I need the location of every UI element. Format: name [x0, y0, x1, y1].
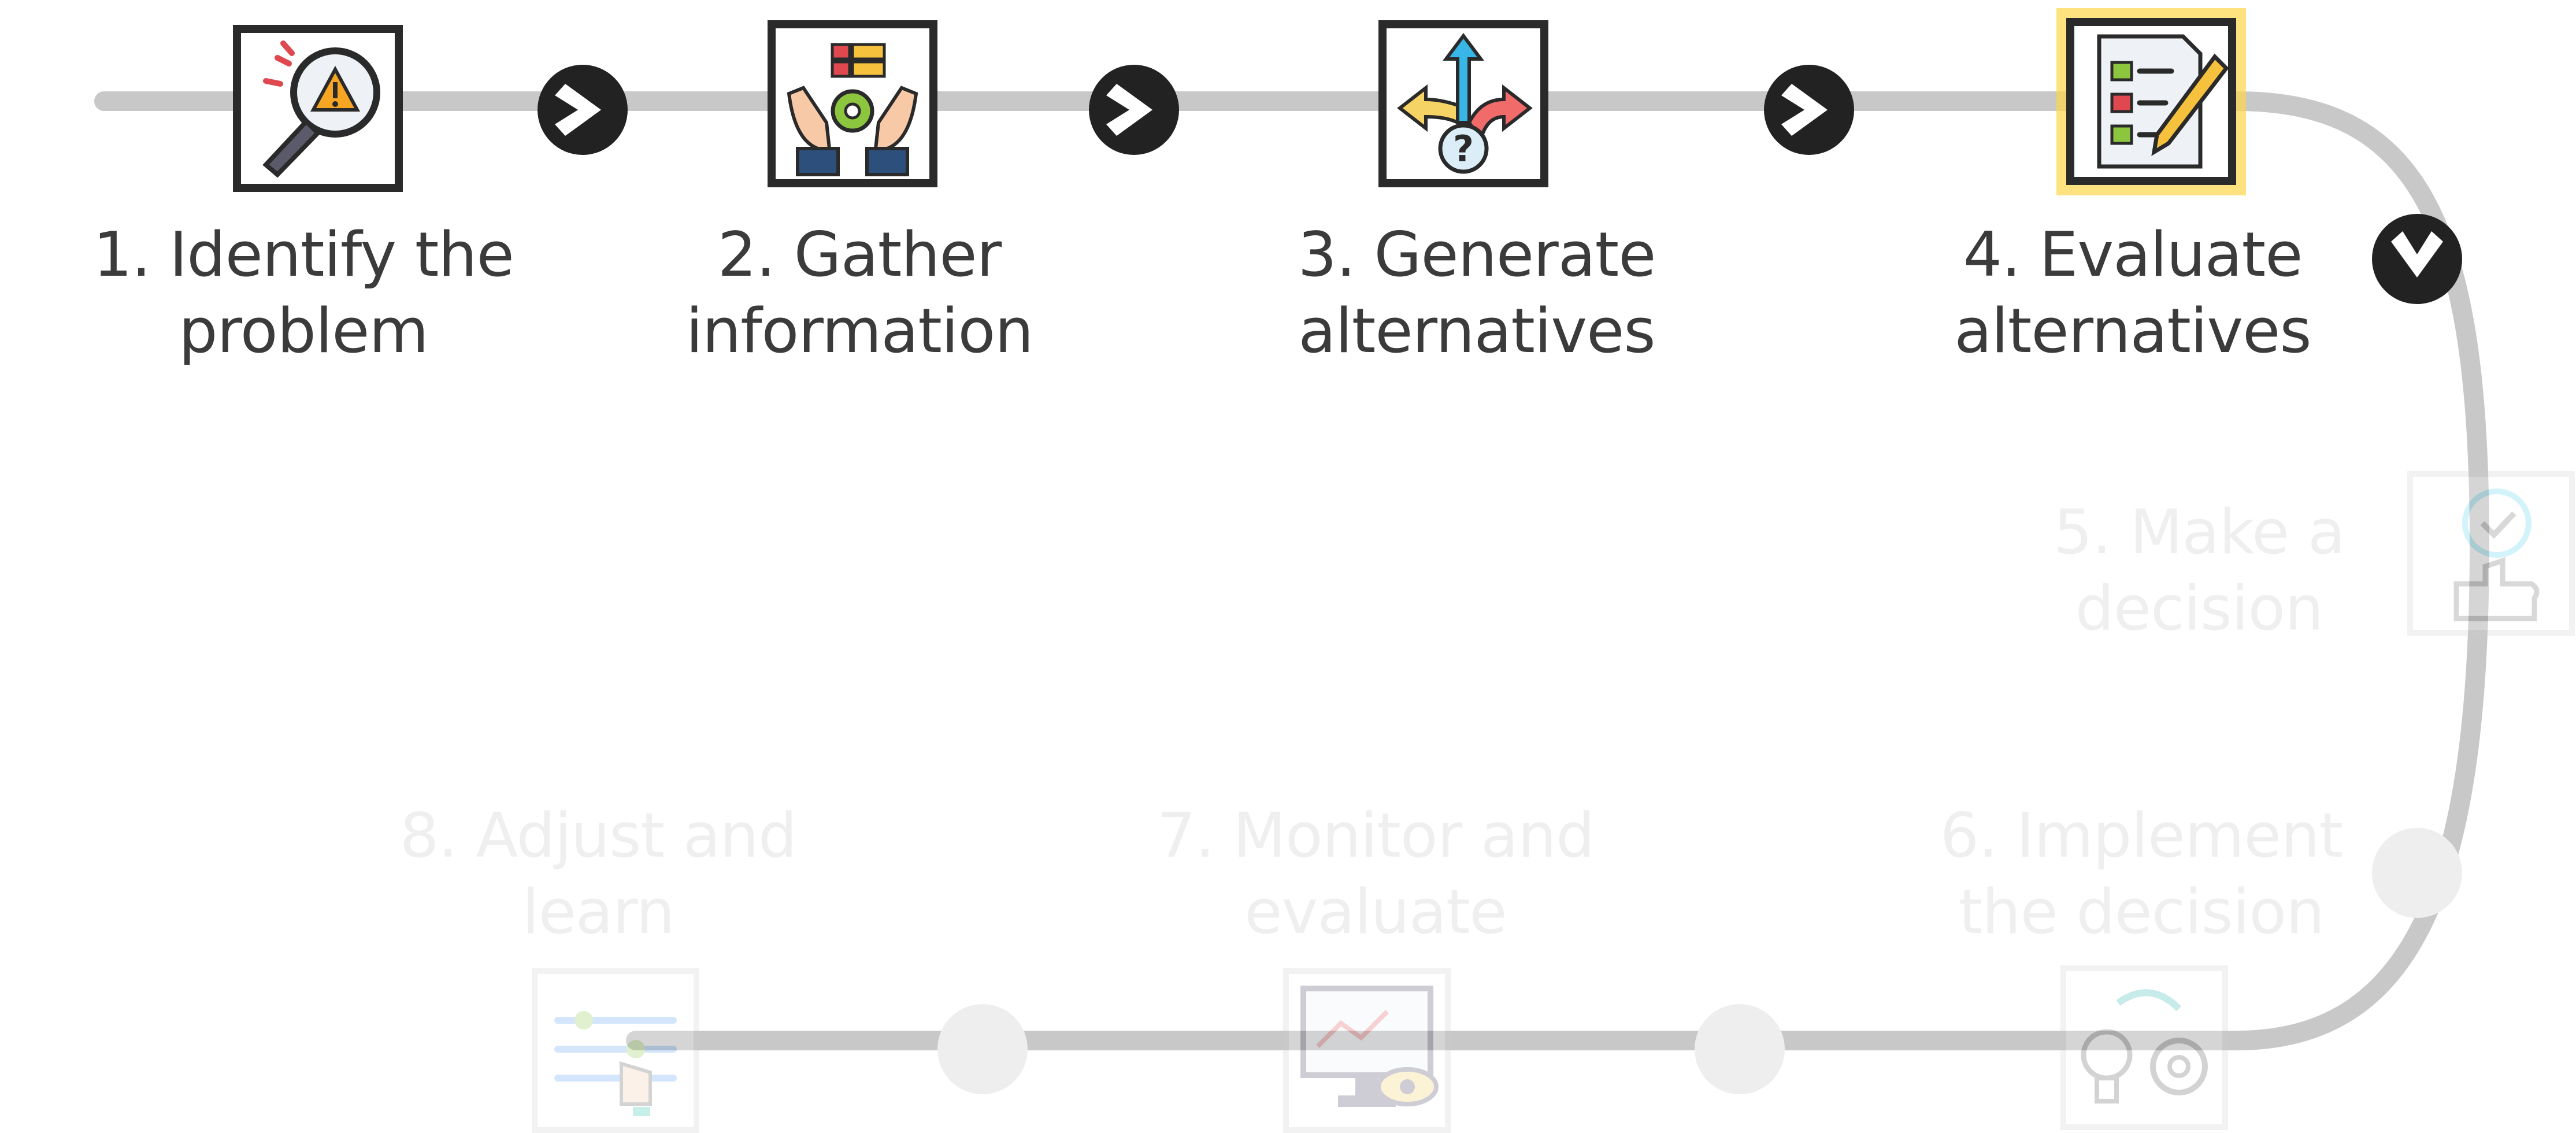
- connector-3-4: [1764, 65, 1854, 155]
- checklist-pencil-icon: [2056, 8, 2246, 195]
- flow-track: [94, 91, 2490, 1050]
- connector-6-7: [1695, 1004, 1785, 1094]
- sliders-hand-icon: [532, 968, 699, 1133]
- svg-text:?: ?: [1453, 128, 1474, 170]
- monitor-eye-icon: [1283, 968, 1451, 1133]
- hands-gear-icon: [768, 20, 937, 187]
- branching-arrows-question-icon: ?: [1378, 20, 1548, 187]
- magnifier-warning-icon: [233, 25, 403, 192]
- connector-1-2: [538, 65, 628, 155]
- connector-4-5: [2372, 214, 2462, 304]
- thumbs-up-check-icon: [2407, 471, 2575, 636]
- connector-5-6: [2372, 828, 2462, 918]
- lightbulb-gear-icon: [2060, 965, 2228, 1130]
- connector-2-3: [1089, 65, 1179, 155]
- connector-7-8: [937, 1004, 1028, 1094]
